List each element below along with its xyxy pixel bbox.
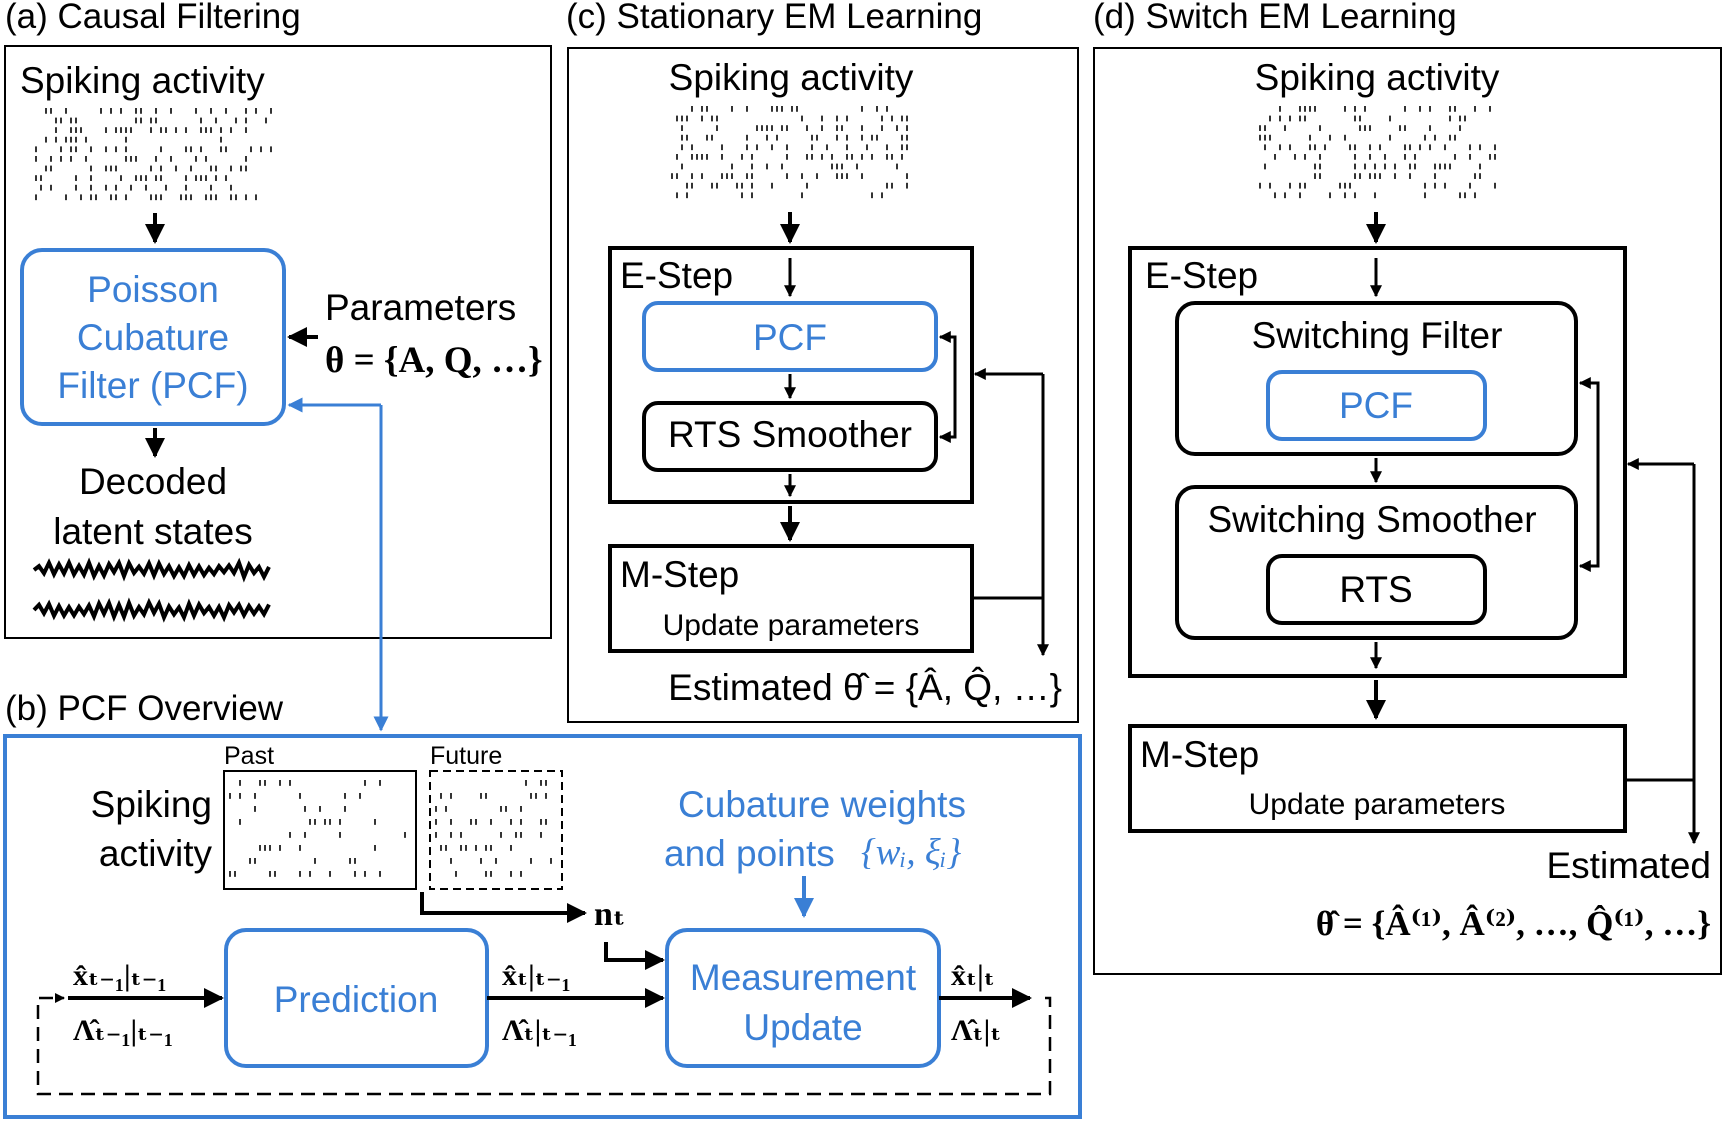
panel-b: (b) PCF Overview Past Future Spiking act… bbox=[3, 689, 1082, 1119]
spiking-activity-label-c: Spiking activity bbox=[669, 57, 914, 98]
spiking-line-2: activity bbox=[99, 833, 213, 874]
cubature-set: {wᵢ, ξᵢ} bbox=[861, 832, 962, 873]
loop-back-c bbox=[972, 374, 1045, 600]
past-raster-box bbox=[223, 770, 417, 890]
estimated-label-d: Estimated bbox=[1546, 845, 1711, 886]
past-spike-raster bbox=[229, 780, 406, 877]
spike-raster-c bbox=[671, 106, 908, 199]
panel-d: (d) Switch EM Learning Spiking activity … bbox=[1093, 0, 1722, 975]
bracket-to-rts-c bbox=[938, 374, 957, 443]
pcf-label-d: PCF bbox=[1339, 385, 1413, 426]
parameters-label: Parameters bbox=[325, 287, 516, 328]
rts-label-c: RTS Smoother bbox=[668, 414, 912, 455]
rts-box-c bbox=[642, 401, 938, 472]
estimated-formula-d: θ̂ = {Â⁽¹⁾, Â⁽²⁾, …, Q̂⁽¹⁾, …} bbox=[1316, 903, 1711, 943]
panel-b-frame bbox=[3, 734, 1082, 1119]
switching-filter-label: Switching Filter bbox=[1252, 315, 1503, 356]
x-post-label: x̂ₜ|ₜ bbox=[951, 959, 995, 992]
mstep-label-d: M-Step bbox=[1140, 734, 1259, 775]
x-pred-label: x̂ₜ|ₜ₋₁ bbox=[502, 959, 571, 992]
spike-raster-d bbox=[1259, 106, 1496, 199]
pcf-filter-box bbox=[20, 248, 286, 426]
spike-raster-a bbox=[35, 108, 272, 201]
latent-state-trace-2 bbox=[32, 597, 271, 623]
cubature-line-2: and points bbox=[664, 833, 835, 874]
measurement-line-2: Update bbox=[743, 1007, 862, 1048]
pcf-line-2: Cubature bbox=[77, 317, 229, 358]
cubature-line-1: Cubature weights bbox=[678, 784, 966, 825]
loop-back-d bbox=[1625, 464, 1696, 782]
arrow-nt-to-update bbox=[604, 942, 665, 970]
future-raster-box bbox=[429, 770, 563, 890]
decoded-line-2: latent states bbox=[53, 511, 253, 552]
rts-label-d: RTS bbox=[1339, 569, 1412, 610]
panel-b-title: (b) PCF Overview bbox=[5, 689, 284, 728]
estep-box-c bbox=[608, 246, 974, 504]
spiking-activity-label: Spiking activity bbox=[20, 60, 265, 101]
bracket-to-filter-d bbox=[1578, 377, 1600, 464]
arrow-spikes-to-nt bbox=[420, 892, 587, 923]
pcf-box-c bbox=[642, 301, 938, 372]
pcf-line-3: Filter (PCF) bbox=[57, 365, 248, 406]
switching-smoother-label: Switching Smoother bbox=[1207, 499, 1536, 540]
estep-box-d bbox=[1128, 246, 1627, 678]
decoded-line-1: Decoded bbox=[79, 461, 227, 502]
rts-box-d bbox=[1266, 554, 1487, 625]
bracket-to-smoother-d bbox=[1578, 464, 1600, 572]
mstep-label-c: M-Step bbox=[620, 554, 739, 595]
lambda-post-label: Λ̂ₜ|ₜ bbox=[951, 1014, 1001, 1047]
switching-smoother-box bbox=[1175, 485, 1578, 640]
future-label: Future bbox=[430, 742, 502, 770]
lambda-pred-label: Λ̂ₜ|ₜ₋₁ bbox=[502, 1014, 577, 1047]
estimated-label-c: Estimated θ̂ = {Â, Q̂, …} bbox=[668, 666, 1062, 708]
update-label-d: Update parameters bbox=[1249, 788, 1506, 821]
future-spike-raster bbox=[435, 780, 552, 877]
parameters-formula: θ = {A, Q, …} bbox=[325, 340, 543, 381]
panel-c-title: (c) Stationary EM Learning bbox=[566, 0, 982, 36]
spiking-line-1: Spiking bbox=[91, 784, 212, 825]
panel-c-frame bbox=[567, 47, 1079, 723]
panel-d-title: (d) Switch EM Learning bbox=[1093, 0, 1457, 36]
pcf-line-1: Poisson bbox=[87, 269, 219, 310]
panel-a-frame bbox=[4, 45, 552, 639]
x-prev-label: x̂ₜ₋₁|ₜ₋₁ bbox=[73, 959, 167, 992]
past-label: Past bbox=[224, 742, 274, 770]
panel-a-title: (a) Causal Filtering bbox=[5, 0, 301, 36]
update-label-c: Update parameters bbox=[663, 609, 920, 642]
latent-state-trace-1 bbox=[32, 557, 271, 583]
switching-filter-box bbox=[1175, 301, 1578, 456]
estep-label-d: E-Step bbox=[1145, 255, 1258, 296]
panel-a: (a) Causal Filtering Spiking activity Po… bbox=[4, 0, 552, 732]
bracket-to-pcf-c bbox=[938, 331, 957, 374]
panel-c: (c) Stationary EM Learning Spiking activ… bbox=[566, 0, 1079, 723]
spiking-activity-label-d: Spiking activity bbox=[1255, 57, 1500, 98]
prediction-label: Prediction bbox=[274, 979, 439, 1020]
estep-label-c: E-Step bbox=[620, 255, 733, 296]
dashed-feedback-loop bbox=[36, 993, 1052, 1096]
measurement-line-1: Measurement bbox=[690, 957, 917, 998]
pcf-box-d bbox=[1266, 370, 1487, 441]
pcf-label-c: PCF bbox=[753, 317, 827, 358]
nt-label: nₜ bbox=[594, 896, 626, 933]
lambda-prev-label: Λ̂ₜ₋₁|ₜ₋₁ bbox=[73, 1014, 173, 1047]
panel-d-frame bbox=[1093, 47, 1722, 975]
